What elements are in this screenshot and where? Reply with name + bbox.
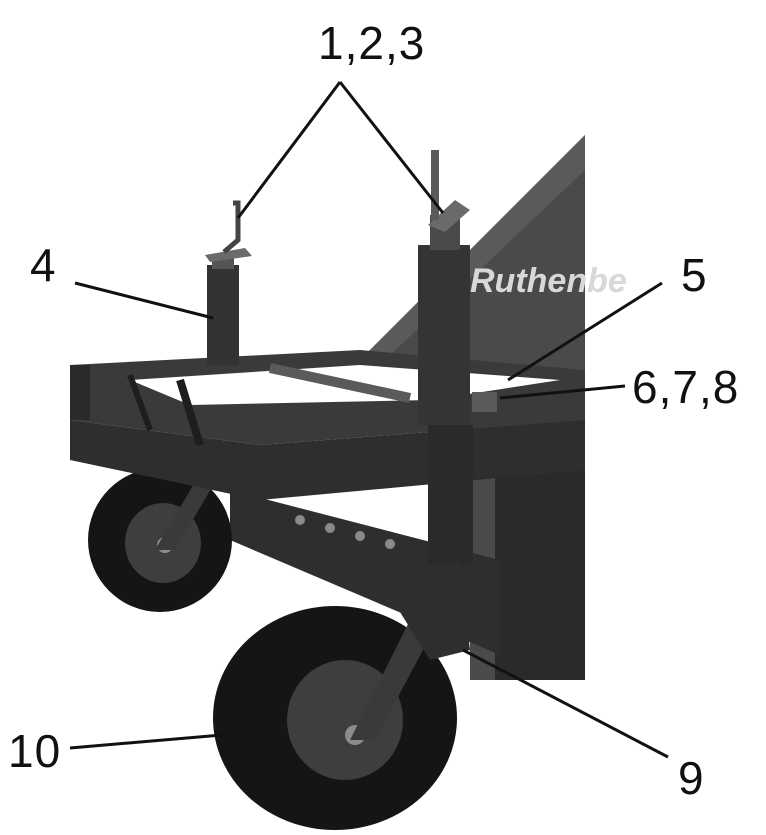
callout-1-2-3: 1,2,3	[318, 17, 426, 69]
leader-10	[69, 733, 223, 750]
front-wheel	[213, 560, 470, 830]
left-post	[205, 200, 252, 365]
brand-text: Ruthenbe	[470, 262, 627, 300]
leader-1-left	[236, 81, 342, 219]
leader-4	[74, 281, 214, 320]
callout-4: 4	[30, 239, 57, 291]
leader-9	[462, 648, 669, 759]
leader-5	[507, 281, 663, 382]
right-post	[418, 150, 497, 565]
callout-6-7-8: 6,7,8	[632, 361, 740, 413]
leader-678	[499, 384, 626, 400]
leader-lines	[69, 81, 669, 759]
leader-1-right	[338, 81, 445, 214]
callout-9: 9	[678, 752, 705, 804]
callout-10: 10	[8, 725, 62, 777]
callout-5: 5	[681, 249, 708, 301]
